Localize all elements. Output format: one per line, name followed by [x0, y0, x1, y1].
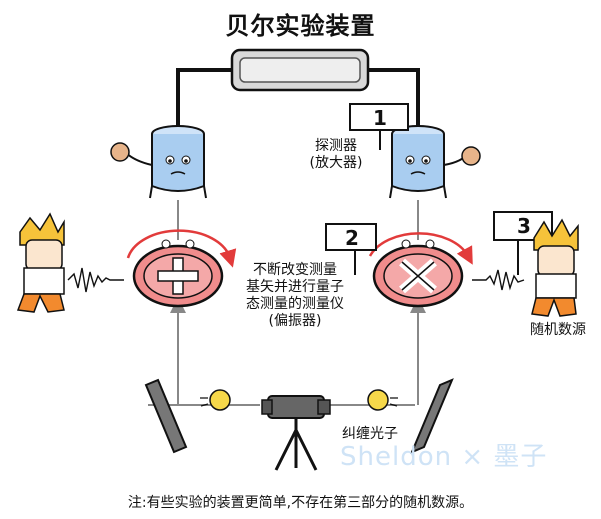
left-detector	[110, 125, 207, 199]
detector-label: 探测器 (放大器)	[309, 138, 363, 171]
footnote: 注:有些实验的装置更简单,不存在第三部分的随机数源。	[127, 495, 474, 511]
left-photon	[200, 389, 231, 411]
right-polarizer	[325, 223, 473, 308]
random-source-label: 随机数源	[530, 322, 586, 338]
entangled-photon-source	[261, 395, 331, 471]
left-mirror	[144, 378, 188, 454]
right-mirror	[410, 378, 454, 454]
watermark: Sheldon × 墨子	[340, 442, 548, 472]
left-person	[16, 212, 65, 313]
sign-2: 2	[345, 226, 359, 250]
left-polarizer	[126, 229, 237, 308]
right-photon	[367, 389, 398, 411]
entangled-photons-label: 纠缠光子	[342, 426, 398, 442]
sign-1: 1	[373, 106, 387, 130]
sign-3: 3	[517, 214, 531, 238]
coincidence-counter-box	[230, 48, 370, 92]
right-detector	[349, 103, 481, 199]
cable-lines	[176, 68, 420, 128]
polarizer-label: 不断改变测量 基矢并进行量子 态测量的测量仪 (偏振器)	[246, 262, 344, 329]
right-person	[531, 218, 579, 317]
page-title: 贝尔实验装置	[225, 12, 376, 40]
random-signal-waves	[67, 267, 525, 293]
